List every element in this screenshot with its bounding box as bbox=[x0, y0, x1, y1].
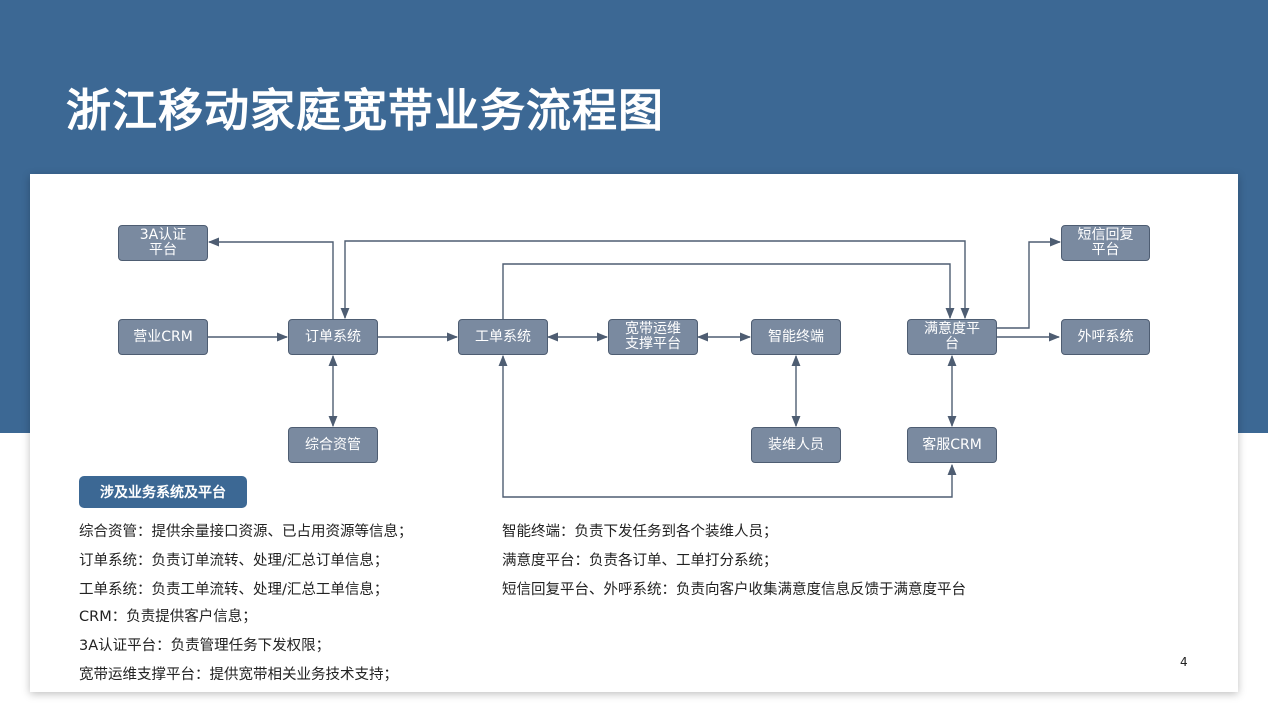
systems-badge: 涉及业务系统及平台 bbox=[79, 476, 247, 508]
node-service-crm: 客服CRM bbox=[907, 427, 997, 463]
node-work-order-system: 工单系统 bbox=[458, 319, 548, 355]
edge-satisfaction-order bbox=[340, 240, 970, 320]
node-satisfaction-platform: 满意度平台 bbox=[907, 319, 997, 355]
node-sales-crm: 营业CRM bbox=[118, 319, 208, 355]
desc-right-3: 短信回复平台、外呼系统：负责向客户收集满意度信息反馈于满意度平台 bbox=[502, 582, 966, 598]
desc-right-2: 满意度平台：负责各订单、工单打分系统； bbox=[502, 553, 778, 569]
node-broadband-ops-platform: 宽带运维支撑平台 bbox=[608, 319, 698, 355]
desc-left-5: 3A认证平台：负责管理任务下发权限； bbox=[79, 638, 331, 654]
edge-order-3a bbox=[207, 237, 334, 319]
node-installer: 装维人员 bbox=[751, 427, 841, 463]
node-order-system: 订单系统 bbox=[288, 319, 378, 355]
desc-left-1: 综合资管：提供余量接口资源、已占用资源等信息； bbox=[79, 524, 413, 540]
edge-workorder-servicecrm bbox=[498, 354, 957, 498]
node-resource-management: 综合资管 bbox=[288, 427, 378, 463]
edge-satisfaction-sms bbox=[997, 237, 1062, 329]
desc-right-1: 智能终端：负责下发任务到各个装维人员； bbox=[502, 524, 778, 540]
page-number: 4 bbox=[1180, 655, 1188, 669]
node-sms-reply-platform: 短信回复平台 bbox=[1061, 225, 1150, 261]
desc-left-6: 宽带运维支撑平台：提供宽带相关业务技术支持； bbox=[79, 667, 398, 683]
node-outbound-call-system: 外呼系统 bbox=[1061, 319, 1150, 355]
desc-left-2: 订单系统：负责订单流转、处理/汇总订单信息； bbox=[79, 553, 389, 569]
desc-left-3: 工单系统：负责工单流转、处理/汇总工单信息； bbox=[79, 582, 389, 598]
desc-left-4: CRM：负责提供客户信息； bbox=[79, 609, 257, 625]
node-3a-auth-platform: 3A认证平台 bbox=[118, 225, 208, 261]
edge-workorder-satisfaction bbox=[502, 263, 955, 320]
page-title: 浙江移动家庭宽带业务流程图 bbox=[66, 84, 665, 137]
node-smart-terminal: 智能终端 bbox=[751, 319, 841, 355]
